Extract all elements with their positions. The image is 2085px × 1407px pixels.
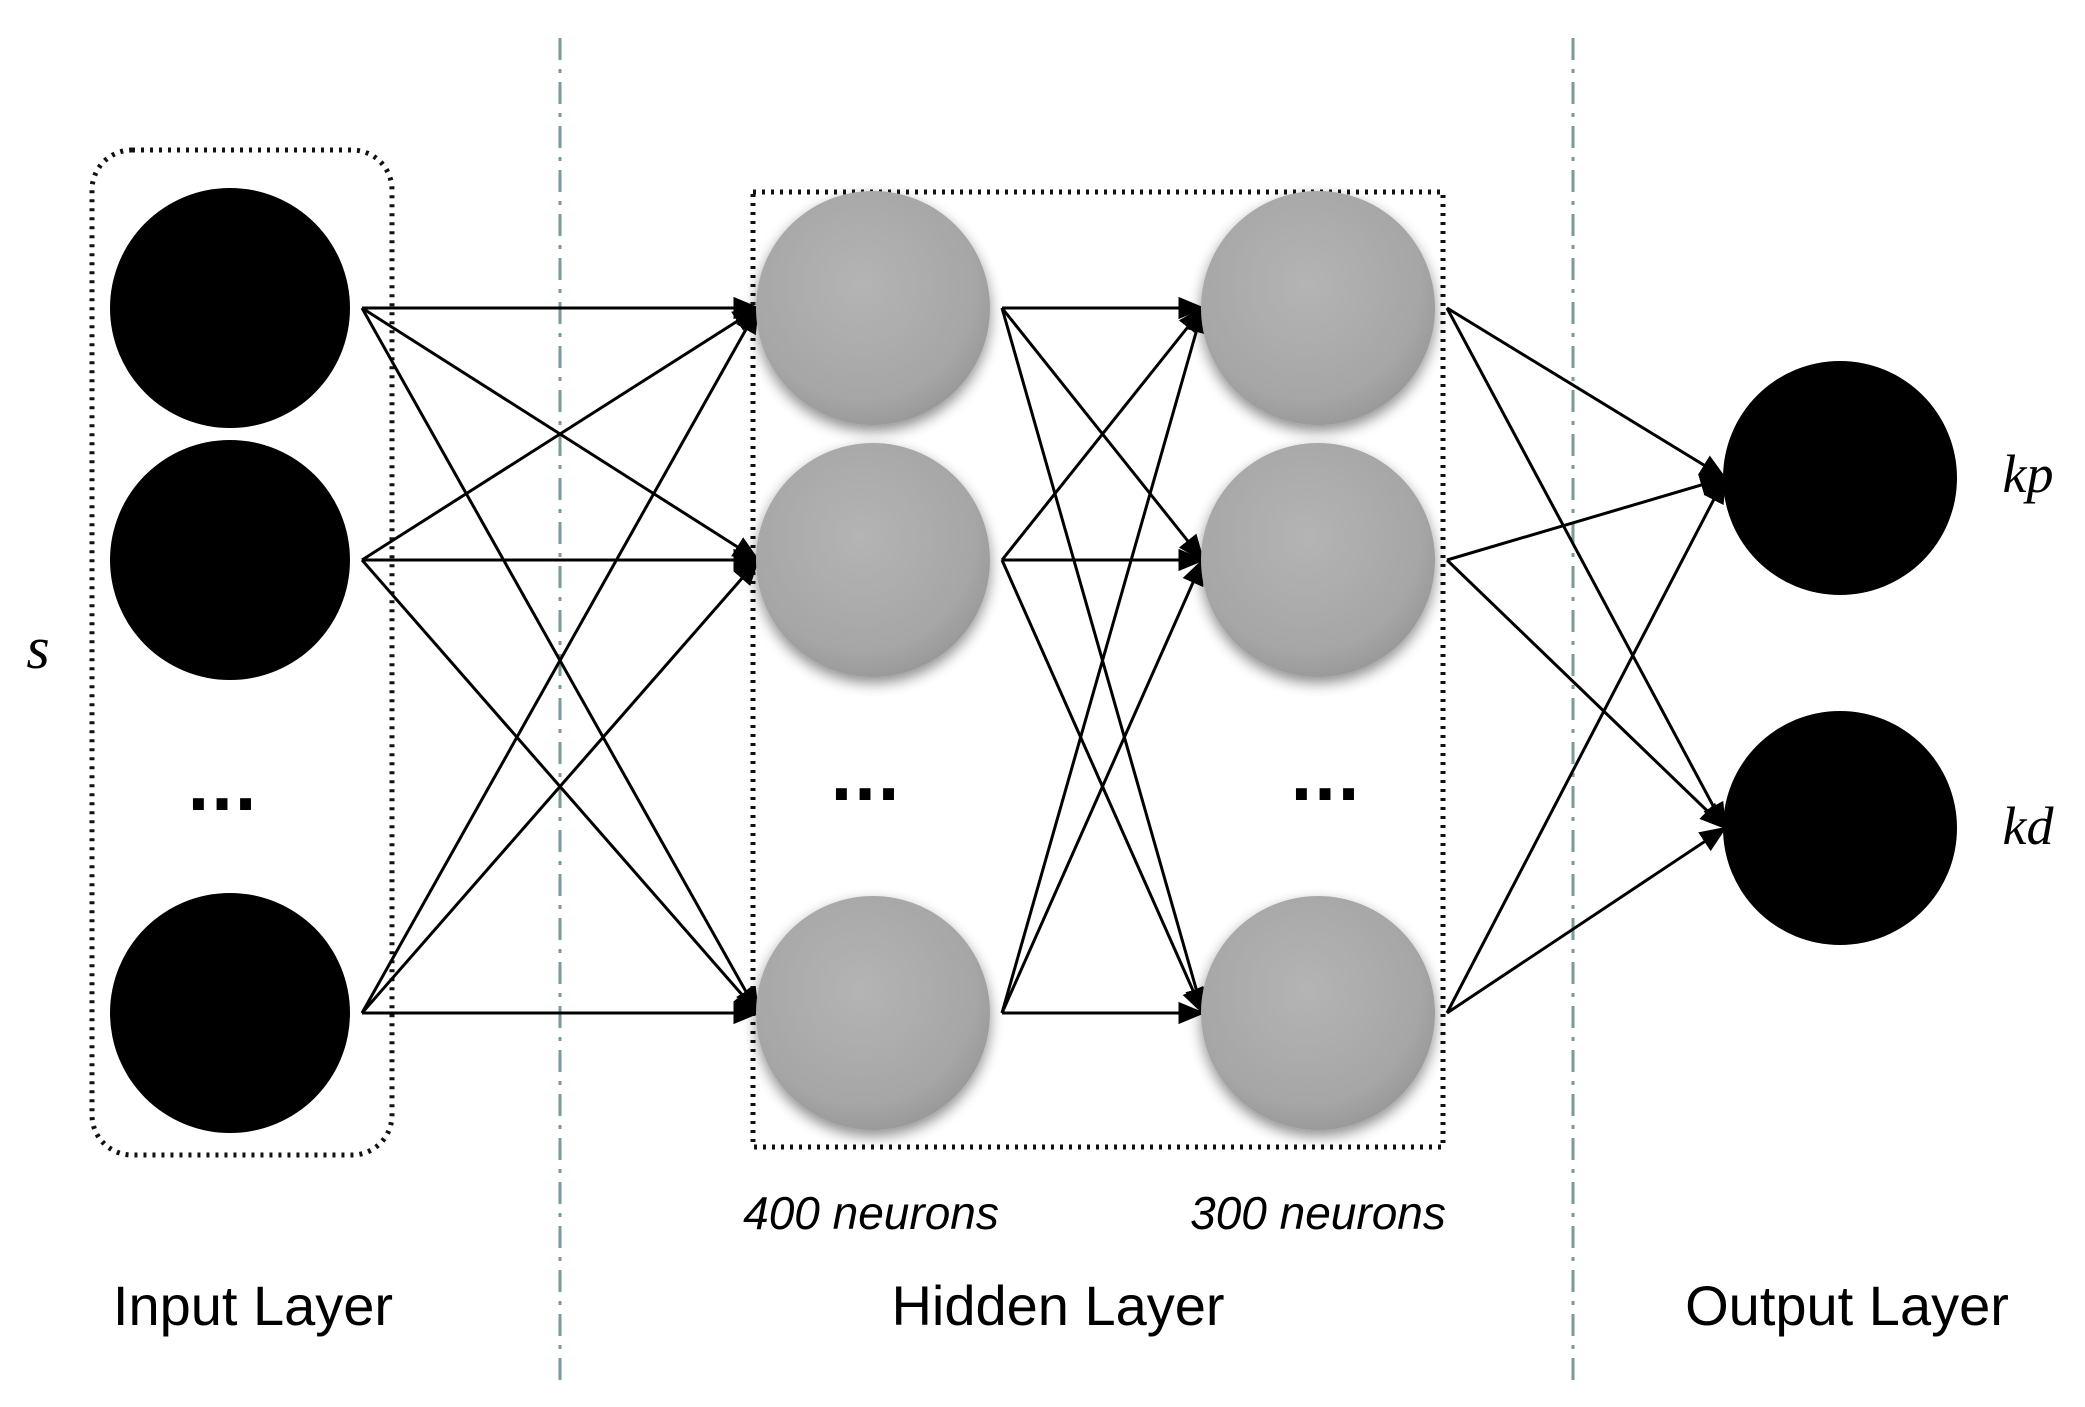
hidden-layer-title: Hidden Layer: [891, 1274, 1224, 1337]
edge-hidden2-1-to-output-2: [1445, 307, 1727, 830]
edge-hidden1-3-to-hidden2-1: [1000, 305, 1208, 1014]
edge-input-3-to-hidden1-2: [360, 558, 760, 1014]
output-neuron-kp: [1723, 361, 1957, 595]
edge-input-2-to-hidden1-1: [361, 306, 760, 562]
connection-edges: [360, 296, 1728, 1025]
edge-hidden2-1-to-output-1: [1446, 306, 1727, 480]
hidden2-neuron-n: [1201, 896, 1435, 1130]
input-neuron-2: [110, 440, 350, 680]
edge-hidden2-2-to-output-1: [1446, 474, 1728, 562]
hidden1-count-label: 400 neurons: [743, 1187, 999, 1239]
output-neuron-kd: [1723, 711, 1957, 945]
hidden1-neuron-n: [756, 896, 990, 1130]
output-label-kd: kd: [2003, 796, 2055, 856]
edge-hidden1-2-to-hidden2-1: [1000, 306, 1205, 561]
neuron-nodes: [110, 188, 1957, 1133]
edge-hidden2-3-to-output-1: [1445, 476, 1727, 1014]
input-variable-label: s: [26, 615, 49, 681]
hidden1-ellipsis: ...: [830, 742, 901, 815]
input-ellipsis: ...: [187, 752, 258, 825]
hidden1-neuron-2: [756, 443, 990, 677]
input-layer-box: [89, 147, 395, 1158]
output-label-kp: kp: [2003, 444, 2054, 504]
edge-hidden1-3-to-hidden2-2: [1000, 557, 1205, 1014]
hidden2-neuron-2: [1201, 443, 1435, 677]
input-neuron-1: [110, 188, 350, 428]
edge-hidden2-2-to-output-2: [1445, 558, 1727, 830]
hidden2-count-label: 300 neurons: [1190, 1187, 1446, 1239]
hidden2-ellipsis: ...: [1290, 742, 1361, 815]
input-layer-title: Input Layer: [113, 1274, 393, 1337]
hidden2-neuron-1: [1201, 191, 1435, 425]
edge-input-3-to-hidden1-1: [360, 306, 760, 1014]
hidden1-neuron-1: [756, 191, 990, 425]
hidden-layer-box: [750, 189, 1446, 1150]
output-layer-title: Output Layer: [1685, 1274, 2009, 1337]
input-neuron-n: [110, 893, 350, 1133]
edge-hidden2-3-to-output-2: [1446, 826, 1727, 1015]
